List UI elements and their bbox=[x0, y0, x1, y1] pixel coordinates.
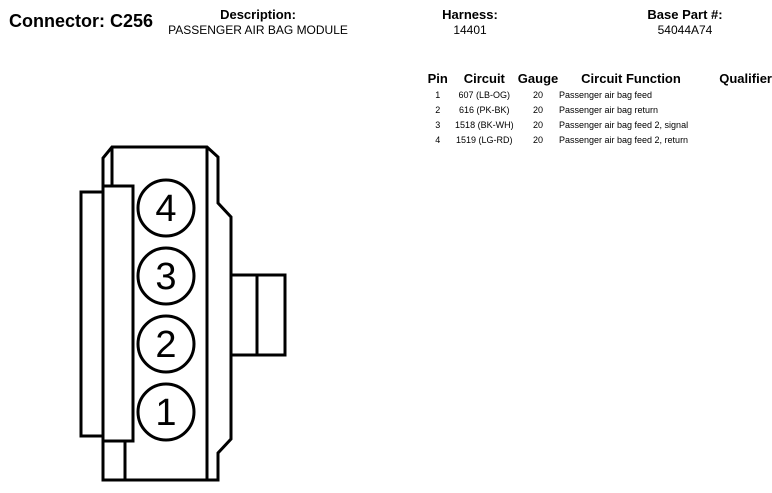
cell-circuit: 607 (LB-OG) bbox=[458, 89, 511, 100]
cell-function: Passenger air bag feed bbox=[558, 89, 653, 100]
pin-2-circle bbox=[136, 314, 196, 374]
connector-title: Connector: C256 bbox=[9, 11, 153, 32]
base-part-value: 54044A74 bbox=[657, 23, 713, 37]
col-header-circuit-function: Circuit Function bbox=[581, 71, 681, 86]
cell-pin: 2 bbox=[435, 104, 441, 115]
cell-circuit: 1519 (LG-RD) bbox=[456, 134, 513, 145]
cell-gauge: 20 bbox=[533, 104, 544, 115]
cell-gauge: 20 bbox=[533, 134, 544, 145]
cell-circuit: 616 (PK-BK) bbox=[459, 104, 510, 115]
harness-value: 14401 bbox=[453, 23, 487, 37]
pin-table: Pin Circuit Gauge Circuit Function Quali… bbox=[424, 70, 772, 147]
description-label: Description: bbox=[220, 7, 296, 22]
connector-label: Connector: bbox=[9, 11, 105, 31]
left-latch-bracket bbox=[103, 184, 135, 443]
pin-group: 4 3 2 1 bbox=[136, 178, 196, 442]
cell-pin: 4 bbox=[435, 134, 441, 145]
description-value: PASSENGER AIR BAG MODULE bbox=[168, 23, 348, 37]
cell-gauge: 20 bbox=[533, 119, 544, 130]
cell-circuit: 1518 (BK-WH) bbox=[455, 119, 514, 130]
cell-gauge: 20 bbox=[533, 89, 544, 100]
pin-table-header-row: Pin Circuit Gauge Circuit Function Quali… bbox=[424, 70, 772, 87]
pin-3-circle bbox=[136, 246, 196, 306]
col-header-gauge: Gauge bbox=[517, 71, 559, 86]
description-block: Description: PASSENGER AIR BAG MODULE bbox=[145, 7, 371, 38]
table-row: 2 616 (PK-BK) 20 Passenger air bag retur… bbox=[424, 102, 772, 117]
cell-pin: 3 bbox=[435, 119, 441, 130]
base-part-label: Base Part #: bbox=[647, 7, 723, 22]
pin-2-label: 2 bbox=[155, 324, 176, 366]
col-header-qualifier: Qualifier bbox=[719, 71, 772, 86]
table-row: 1 607 (LB-OG) 20 Passenger air bag feed bbox=[424, 87, 772, 102]
base-part-block: Base Part #: 54044A74 bbox=[630, 7, 740, 38]
col-header-pin: Pin bbox=[427, 71, 448, 86]
cell-function: Passenger air bag feed 2, return bbox=[558, 134, 689, 145]
pin-1-label: 1 bbox=[155, 392, 176, 434]
pin-4-circle bbox=[136, 178, 196, 238]
left-latch-outer bbox=[79, 190, 105, 438]
table-row: 4 1519 (LG-RD) 20 Passenger air bag feed… bbox=[424, 132, 772, 147]
cell-pin: 1 bbox=[435, 89, 441, 100]
table-row: 3 1518 (BK-WH) 20 Passenger air bag feed… bbox=[424, 117, 772, 132]
cell-function: Passenger air bag return bbox=[558, 104, 659, 115]
pin-1-circle bbox=[136, 382, 196, 442]
cell-function: Passenger air bag feed 2, signal bbox=[558, 119, 689, 130]
col-header-circuit: Circuit bbox=[463, 71, 505, 86]
harness-label: Harness: bbox=[442, 7, 498, 22]
pin-3-label: 3 bbox=[155, 256, 176, 298]
pin-4-label: 4 bbox=[155, 188, 176, 230]
connector-id: C256 bbox=[110, 11, 154, 31]
harness-block: Harness: 14401 bbox=[420, 7, 520, 38]
